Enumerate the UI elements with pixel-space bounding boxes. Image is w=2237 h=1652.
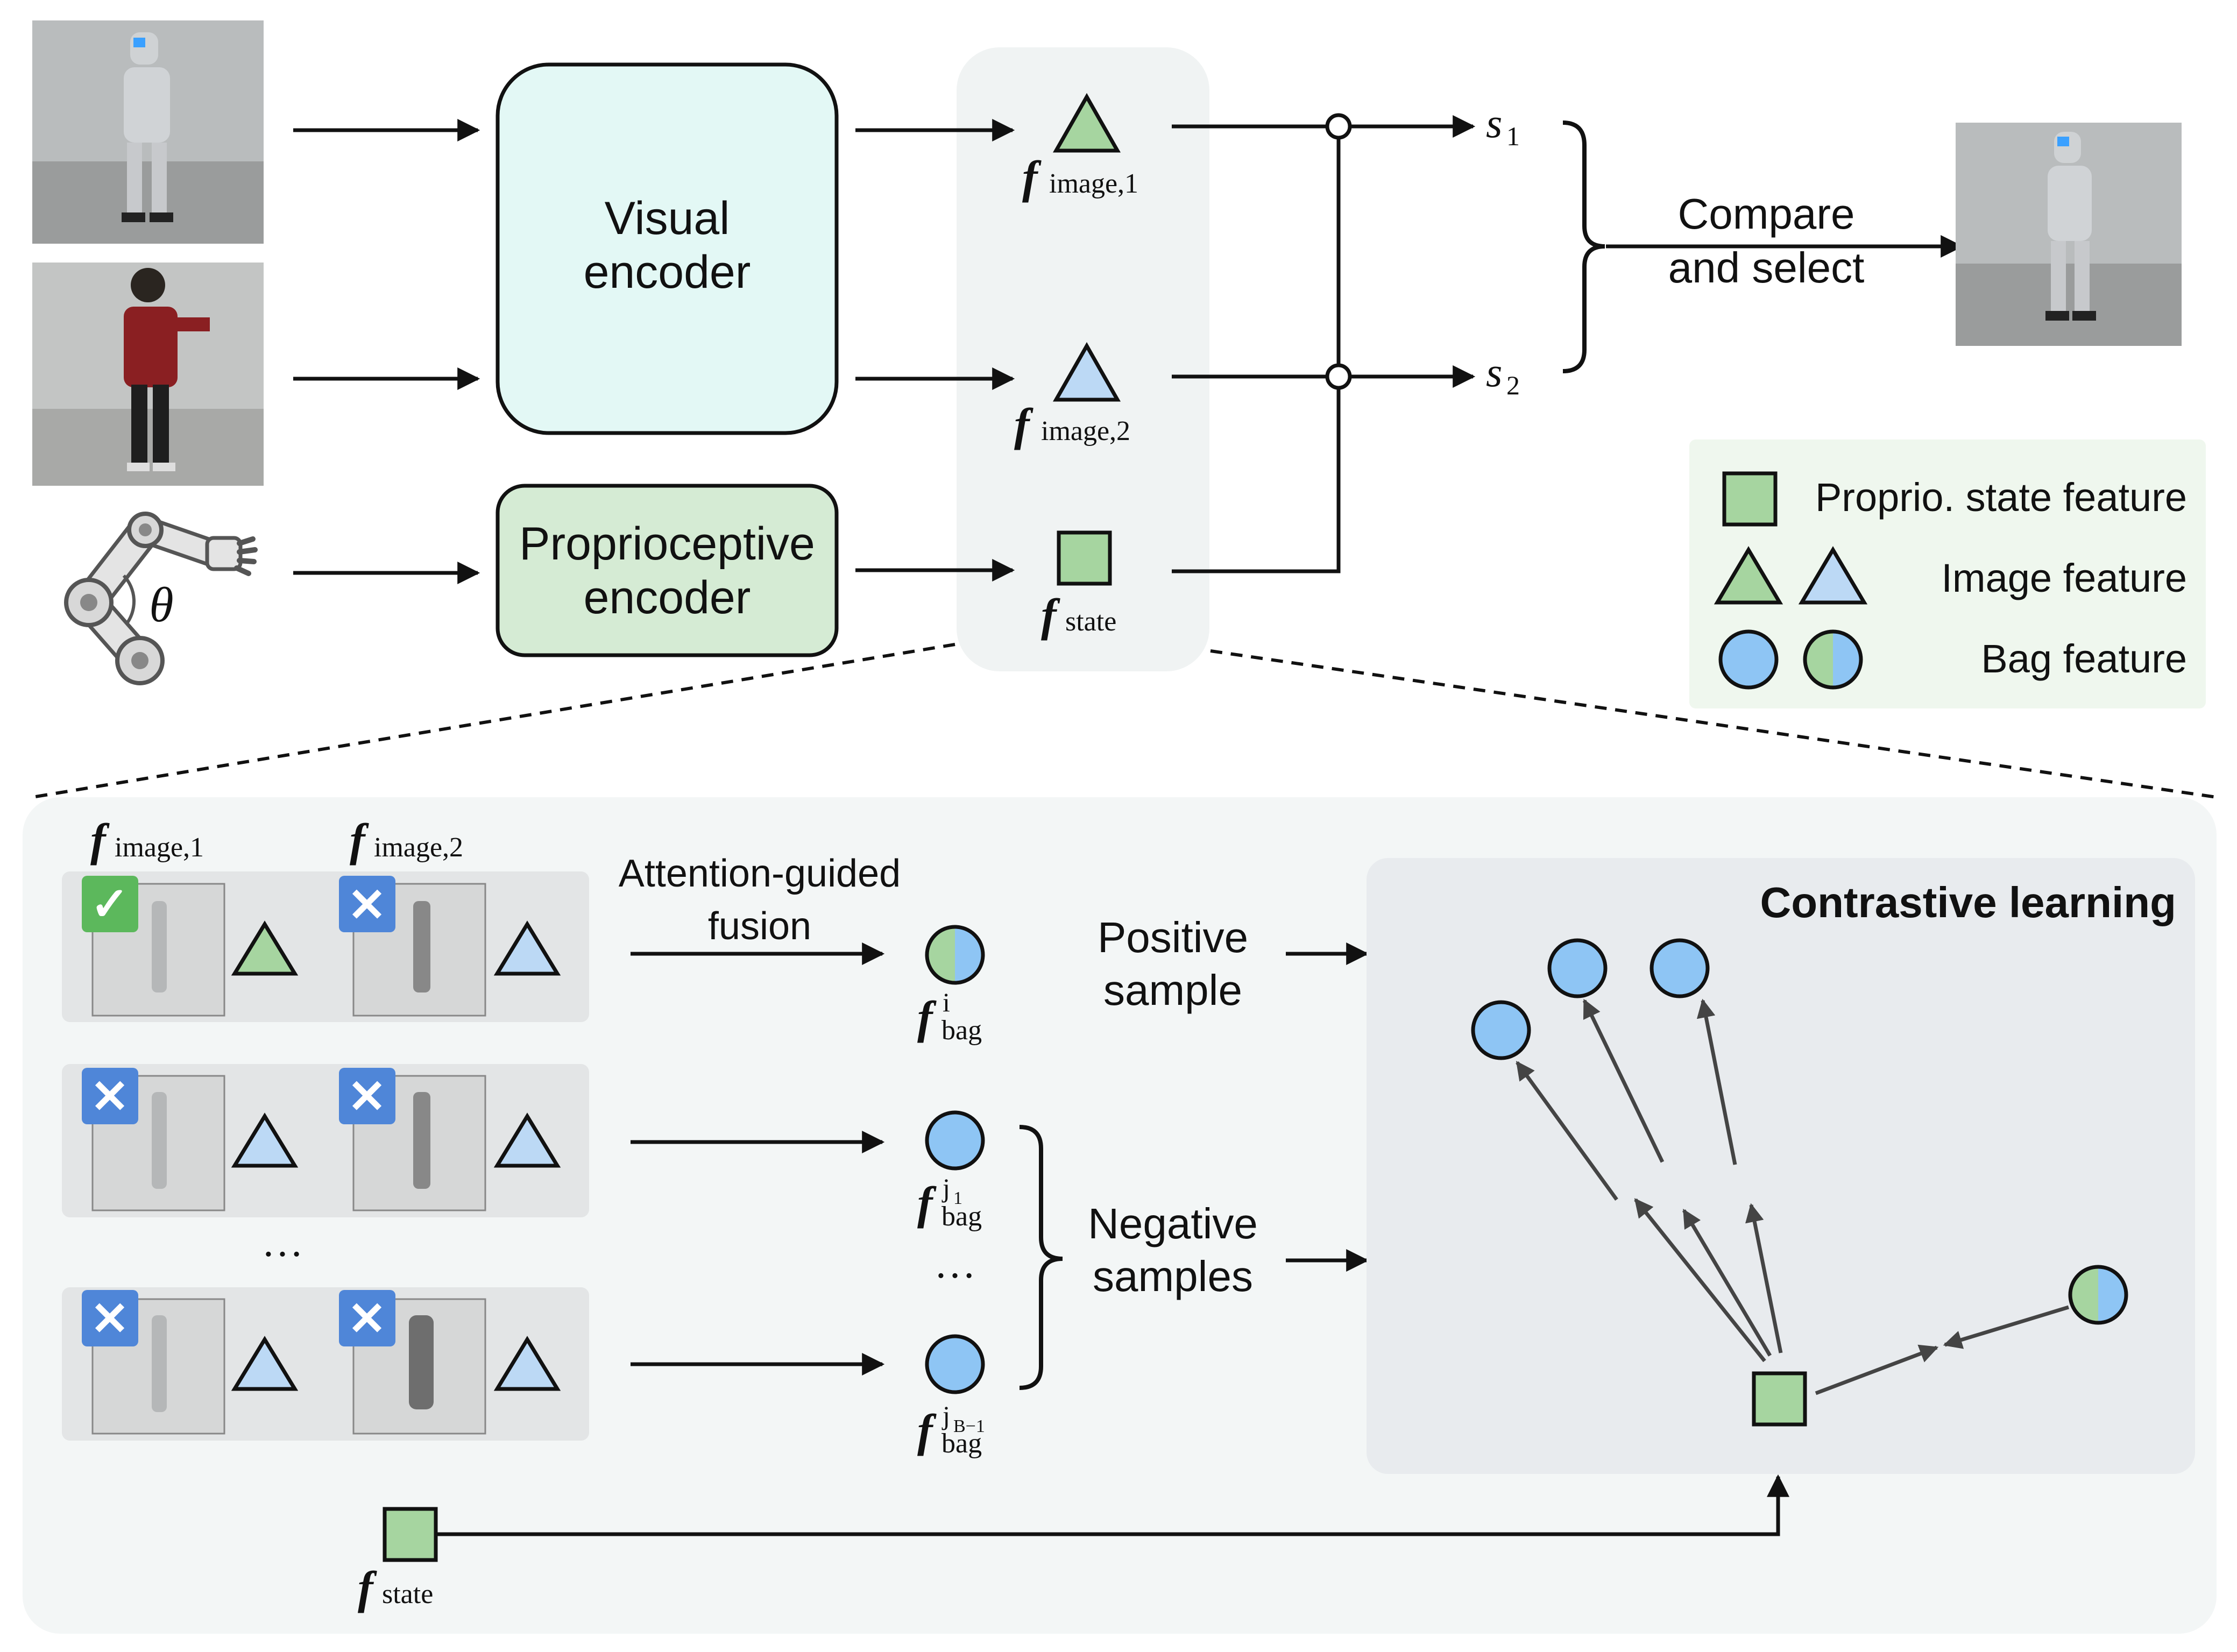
theta-label: θ: [149, 577, 173, 632]
fbag-j1-sub: bag: [941, 1201, 982, 1232]
bag-row-negative-1: [62, 1064, 589, 1217]
lower-fimage2-sub: image,2: [374, 832, 463, 863]
cl-negative-circle-2: [1547, 938, 1608, 998]
merge-node-1: [1325, 113, 1352, 140]
contrastive-title: Contrastive learning: [1760, 878, 2176, 926]
fbag-j1-sup-sub: 1: [953, 1188, 962, 1208]
legend-triangle-blue: [1798, 546, 1868, 605]
line-fstate-to-nodes: [1172, 126, 1341, 573]
cross-mark-r3b: ✕: [348, 1293, 386, 1345]
s1-sub: 1: [1506, 121, 1520, 151]
check-badge: [82, 876, 138, 932]
human-input-image: [32, 263, 264, 486]
compare-line1: Compare: [1677, 190, 1854, 238]
negative-brace: [1019, 1125, 1063, 1390]
zoom-line-left: [32, 643, 955, 799]
fimage2-sub: image,2: [1041, 416, 1130, 446]
cross-badge-r3a: [82, 1290, 138, 1346]
s2-sub: 2: [1506, 370, 1520, 400]
cl-positive-circle: [2068, 1265, 2128, 1325]
push-arrow-1a: [1516, 1061, 1618, 1201]
fbag-jb-sub: bag: [941, 1428, 982, 1459]
legend-circle-half: [1803, 629, 1863, 690]
legend-triangle-green: [1714, 546, 1783, 605]
merge-node-2: [1325, 363, 1352, 390]
legend-bag-label: Bag feature: [1981, 636, 2187, 681]
cross-mark-r1: ✕: [348, 880, 386, 931]
cross-mark-r2a: ✕: [90, 1071, 129, 1123]
bag-feature-neg1: [925, 1110, 985, 1171]
cl-negative-circle-3: [1650, 938, 1710, 998]
push-arrow-3b: [1745, 1203, 1783, 1353]
fbag-jb-sup: j: [941, 1400, 950, 1430]
s1-label: s: [1486, 100, 1502, 146]
s2-label: s: [1486, 349, 1502, 395]
proprio-encoder-line1: Proprioceptive: [519, 518, 815, 570]
bag-row-positive: [62, 871, 589, 1022]
score-brace: [1562, 120, 1605, 373]
cross-badge-r2b: [339, 1068, 395, 1124]
fbag-i-sub: bag: [941, 1015, 982, 1046]
cl-state-square: [1752, 1371, 1807, 1427]
fbag-j1-sup: j: [941, 1173, 950, 1203]
compare-line2: and select: [1668, 244, 1865, 292]
bag-ellipsis: …: [934, 1240, 976, 1287]
state-feature-square: [1057, 530, 1112, 586]
cl-negative-circle-1: [1471, 1000, 1531, 1060]
positive-line2: sample: [1103, 966, 1242, 1014]
pull-arrow-a: [1815, 1344, 1939, 1395]
legend-image-label: Image feature: [1941, 556, 2187, 600]
visual-encoder-line1: Visual: [605, 193, 730, 244]
selected-output-image: [1956, 123, 2182, 346]
positive-line1: Positive: [1098, 913, 1248, 961]
bag-row-negative-last: [62, 1287, 589, 1441]
legend-circle-blue: [1718, 629, 1779, 690]
legend-state-label: Proprio. state feature: [1815, 475, 2187, 520]
lower-state-square: [383, 1507, 438, 1562]
arrow-state-to-cl: [436, 1474, 1789, 1536]
lower-fstate-sub: state: [382, 1579, 433, 1610]
bag-feature-negB: [925, 1334, 985, 1394]
fstate-sub: state: [1065, 606, 1116, 637]
push-arrow-1b: [1634, 1198, 1766, 1363]
legend-panel: Proprio. state feature Image feature Bag…: [1689, 439, 2206, 708]
visual-encoder-line2: encoder: [584, 246, 751, 298]
push-arrow-3a: [1696, 998, 1737, 1165]
bag-feature-positive: [925, 925, 985, 985]
robot-input-image: [32, 20, 264, 244]
cross-mark-r2b: ✕: [348, 1071, 386, 1123]
proprioceptive-encoder-box: Proprioceptive encoder: [495, 484, 839, 657]
cross-badge-r2a: [82, 1068, 138, 1124]
cross-badge-r1: [339, 876, 395, 932]
negative-line2: samples: [1093, 1252, 1253, 1300]
legend-square: [1722, 471, 1778, 527]
fbag-i-sup: i: [943, 987, 950, 1017]
push-arrow-2b: [1682, 1208, 1772, 1357]
negative-line1: Negative: [1088, 1200, 1258, 1247]
visual-encoder-box: Visual encoder: [495, 62, 839, 435]
fusion-line1: Attention-guided: [619, 852, 901, 895]
fbag-jb-sup-sub: B−1: [953, 1416, 985, 1436]
cross-badge-r3b: [339, 1290, 395, 1346]
fusion-line2: fusion: [708, 905, 811, 948]
check-mark: ✓: [90, 878, 129, 930]
proprio-encoder-line2: encoder: [584, 572, 751, 623]
lower-fimage1-sub: image,1: [115, 832, 204, 863]
pull-arrow-b: [1943, 1305, 2070, 1349]
cross-mark-r3a: ✕: [90, 1293, 129, 1345]
image-feature-2-triangle: [1052, 342, 1121, 402]
robot-arm-icon: [64, 512, 258, 685]
image-feature-1-triangle: [1052, 93, 1121, 153]
contrastive-panel: [1367, 858, 2195, 1474]
push-arrow-2a: [1582, 998, 1665, 1163]
rows-ellipsis: …: [261, 1218, 303, 1265]
fimage1-sub: image,1: [1049, 168, 1138, 199]
zoom-line-right: [1210, 649, 2217, 799]
